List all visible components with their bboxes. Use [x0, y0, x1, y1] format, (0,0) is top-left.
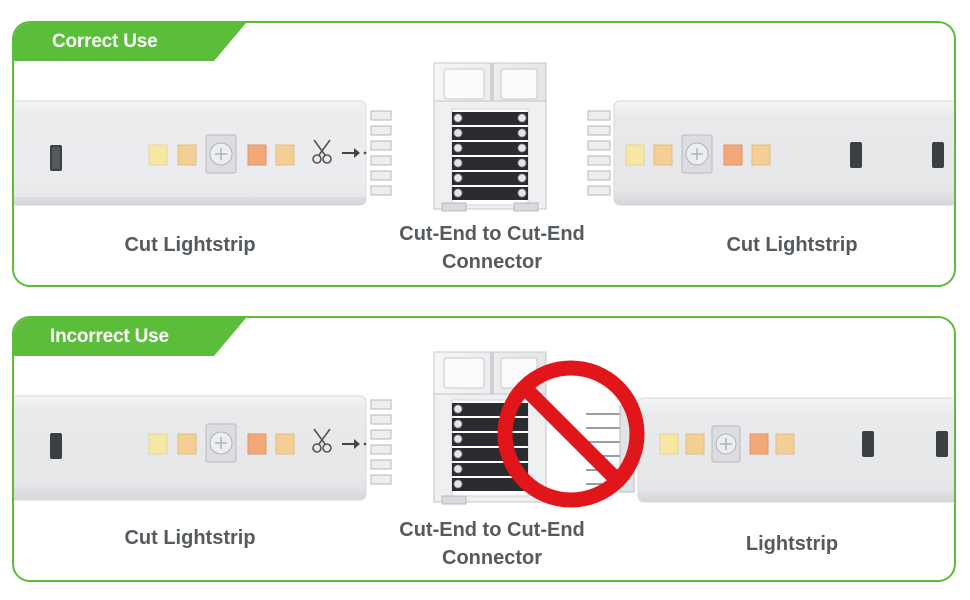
led-chip	[177, 144, 197, 166]
tab-background	[14, 23, 246, 61]
correct-use-panel: Correct Use	[12, 21, 956, 287]
left-cut-lightstrip	[14, 395, 392, 501]
left-cut-lightstrip	[14, 100, 392, 206]
right-caption: Cut Lightstrip	[726, 234, 858, 256]
incorrect-use-tab: Incorrect Use	[14, 318, 246, 356]
left-caption: Cut Lightstrip	[124, 527, 256, 549]
arrow-right-icon	[342, 148, 367, 158]
scissors-icon	[312, 139, 332, 164]
led-chip	[247, 144, 267, 166]
center-caption: Cut-End to Cut-End Connector	[399, 223, 585, 273]
left-caption: Cut Lightstrip	[124, 234, 256, 256]
led-chip	[148, 144, 168, 166]
arrow-right-icon	[342, 439, 367, 449]
connector-clips	[452, 112, 528, 200]
center-caption: Cut-End to Cut-End Connector	[399, 519, 585, 569]
right-cut-lightstrip	[587, 100, 954, 206]
incorrect-use-panel: Incorrect Use	[12, 316, 956, 582]
right-caption: Lightstrip	[745, 533, 839, 555]
correct-use-illustration	[14, 62, 954, 212]
incorrect-use-illustration	[14, 351, 954, 508]
prohibited-icon	[497, 360, 645, 508]
scissors-icon	[312, 428, 332, 453]
cut-end-connector	[433, 62, 547, 212]
correct-use-tab: Correct Use	[14, 23, 246, 61]
tab-label: Incorrect Use	[50, 326, 169, 347]
led-chip	[275, 144, 295, 166]
tab-label: Correct Use	[52, 31, 158, 52]
strip-pads	[370, 110, 392, 196]
tab-background	[14, 318, 246, 356]
